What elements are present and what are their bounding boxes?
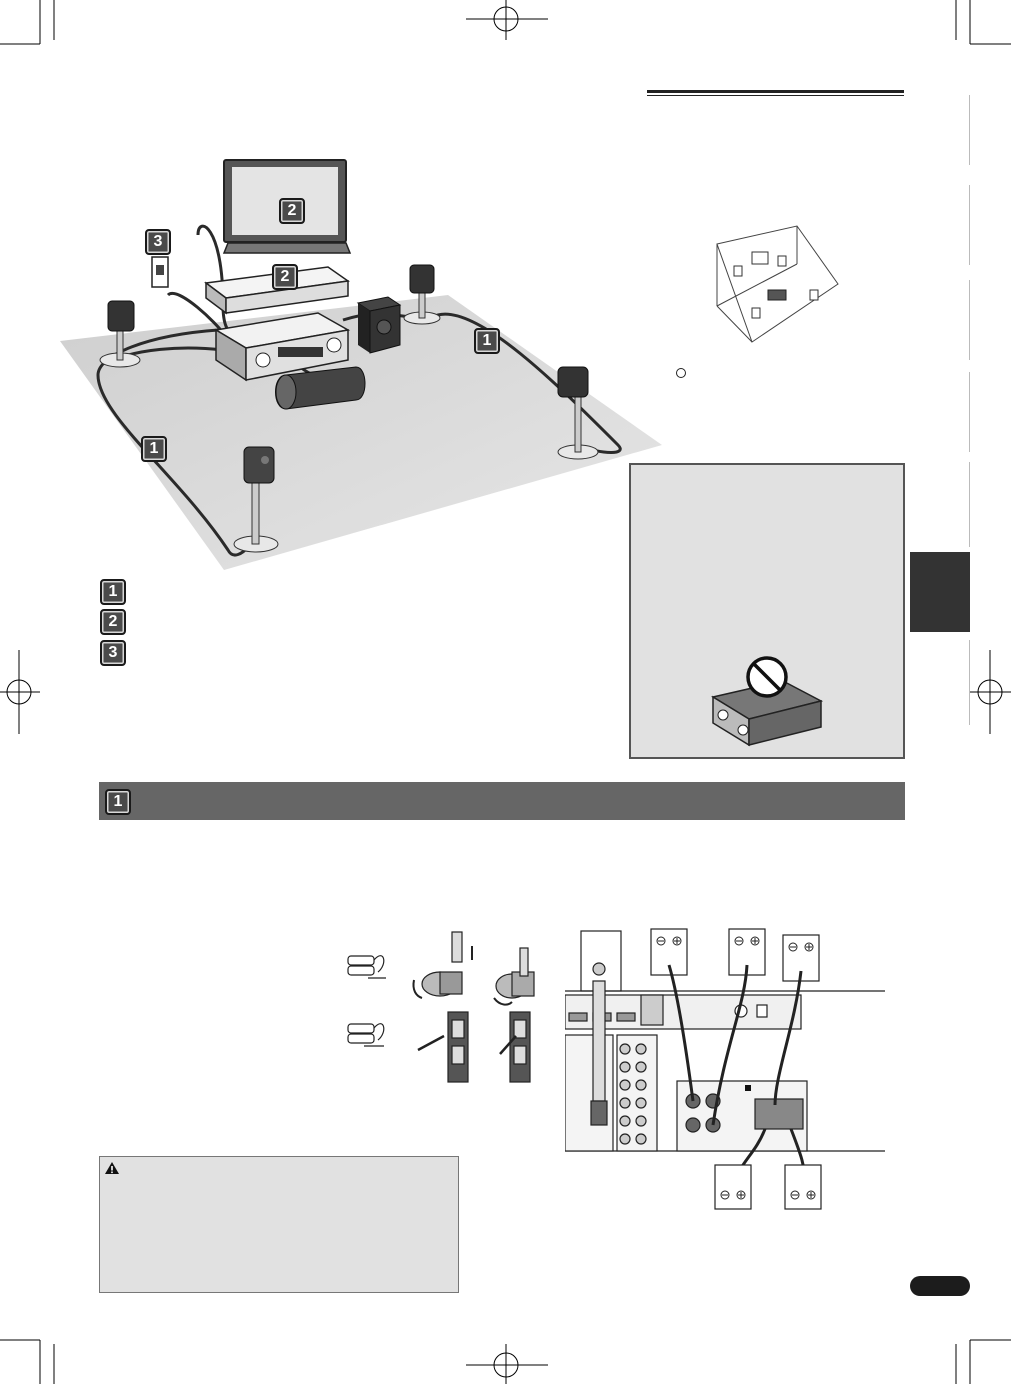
figure-marker-2-tv: 2 — [279, 198, 305, 224]
surround-left-speaker — [233, 446, 279, 553]
figure-marker-1-left: 1 — [141, 436, 167, 462]
rear-panel-connection-diagram — [565, 928, 885, 1210]
av-receiver — [213, 312, 351, 382]
legend-marker-1: 1 — [100, 579, 126, 605]
figure-marker-3: 3 — [145, 229, 171, 255]
center-speaker — [275, 366, 366, 410]
note-symbol-icon — [676, 368, 686, 378]
subwoofer — [356, 296, 402, 354]
legend-marker-3: 3 — [100, 640, 126, 666]
figure-marker-2-player: 2 — [272, 264, 298, 290]
caution-box — [99, 1156, 459, 1293]
installation-note-box — [629, 463, 905, 759]
warning-triangle-icon — [105, 1162, 119, 1174]
room-layout-diagram — [716, 225, 839, 343]
side-index-line-3 — [969, 280, 970, 360]
section-header-bar: 1 — [99, 782, 905, 820]
header-rule-thin — [647, 95, 904, 96]
header-rule — [647, 90, 904, 93]
figure-marker-1-right: 1 — [474, 328, 500, 354]
chapter-tab — [910, 552, 970, 632]
floor — [60, 295, 662, 570]
page-number-pill — [910, 1276, 970, 1296]
surround-right-speaker — [557, 366, 599, 460]
legend-marker-2: 2 — [100, 609, 126, 635]
side-index-line-2 — [969, 185, 970, 265]
no-cover-receiver-illustration — [711, 656, 824, 747]
side-index-line-6 — [969, 640, 970, 725]
speaker-wire-prep-illustration — [347, 931, 535, 1083]
side-index-line-1 — [969, 95, 970, 165]
side-index-line-5 — [969, 462, 970, 547]
front-right-speaker — [403, 264, 441, 325]
front-left-speaker — [99, 300, 141, 368]
section-marker-1: 1 — [105, 789, 131, 815]
home-theater-setup-illustration — [60, 159, 662, 570]
side-index-line-4 — [969, 372, 970, 452]
